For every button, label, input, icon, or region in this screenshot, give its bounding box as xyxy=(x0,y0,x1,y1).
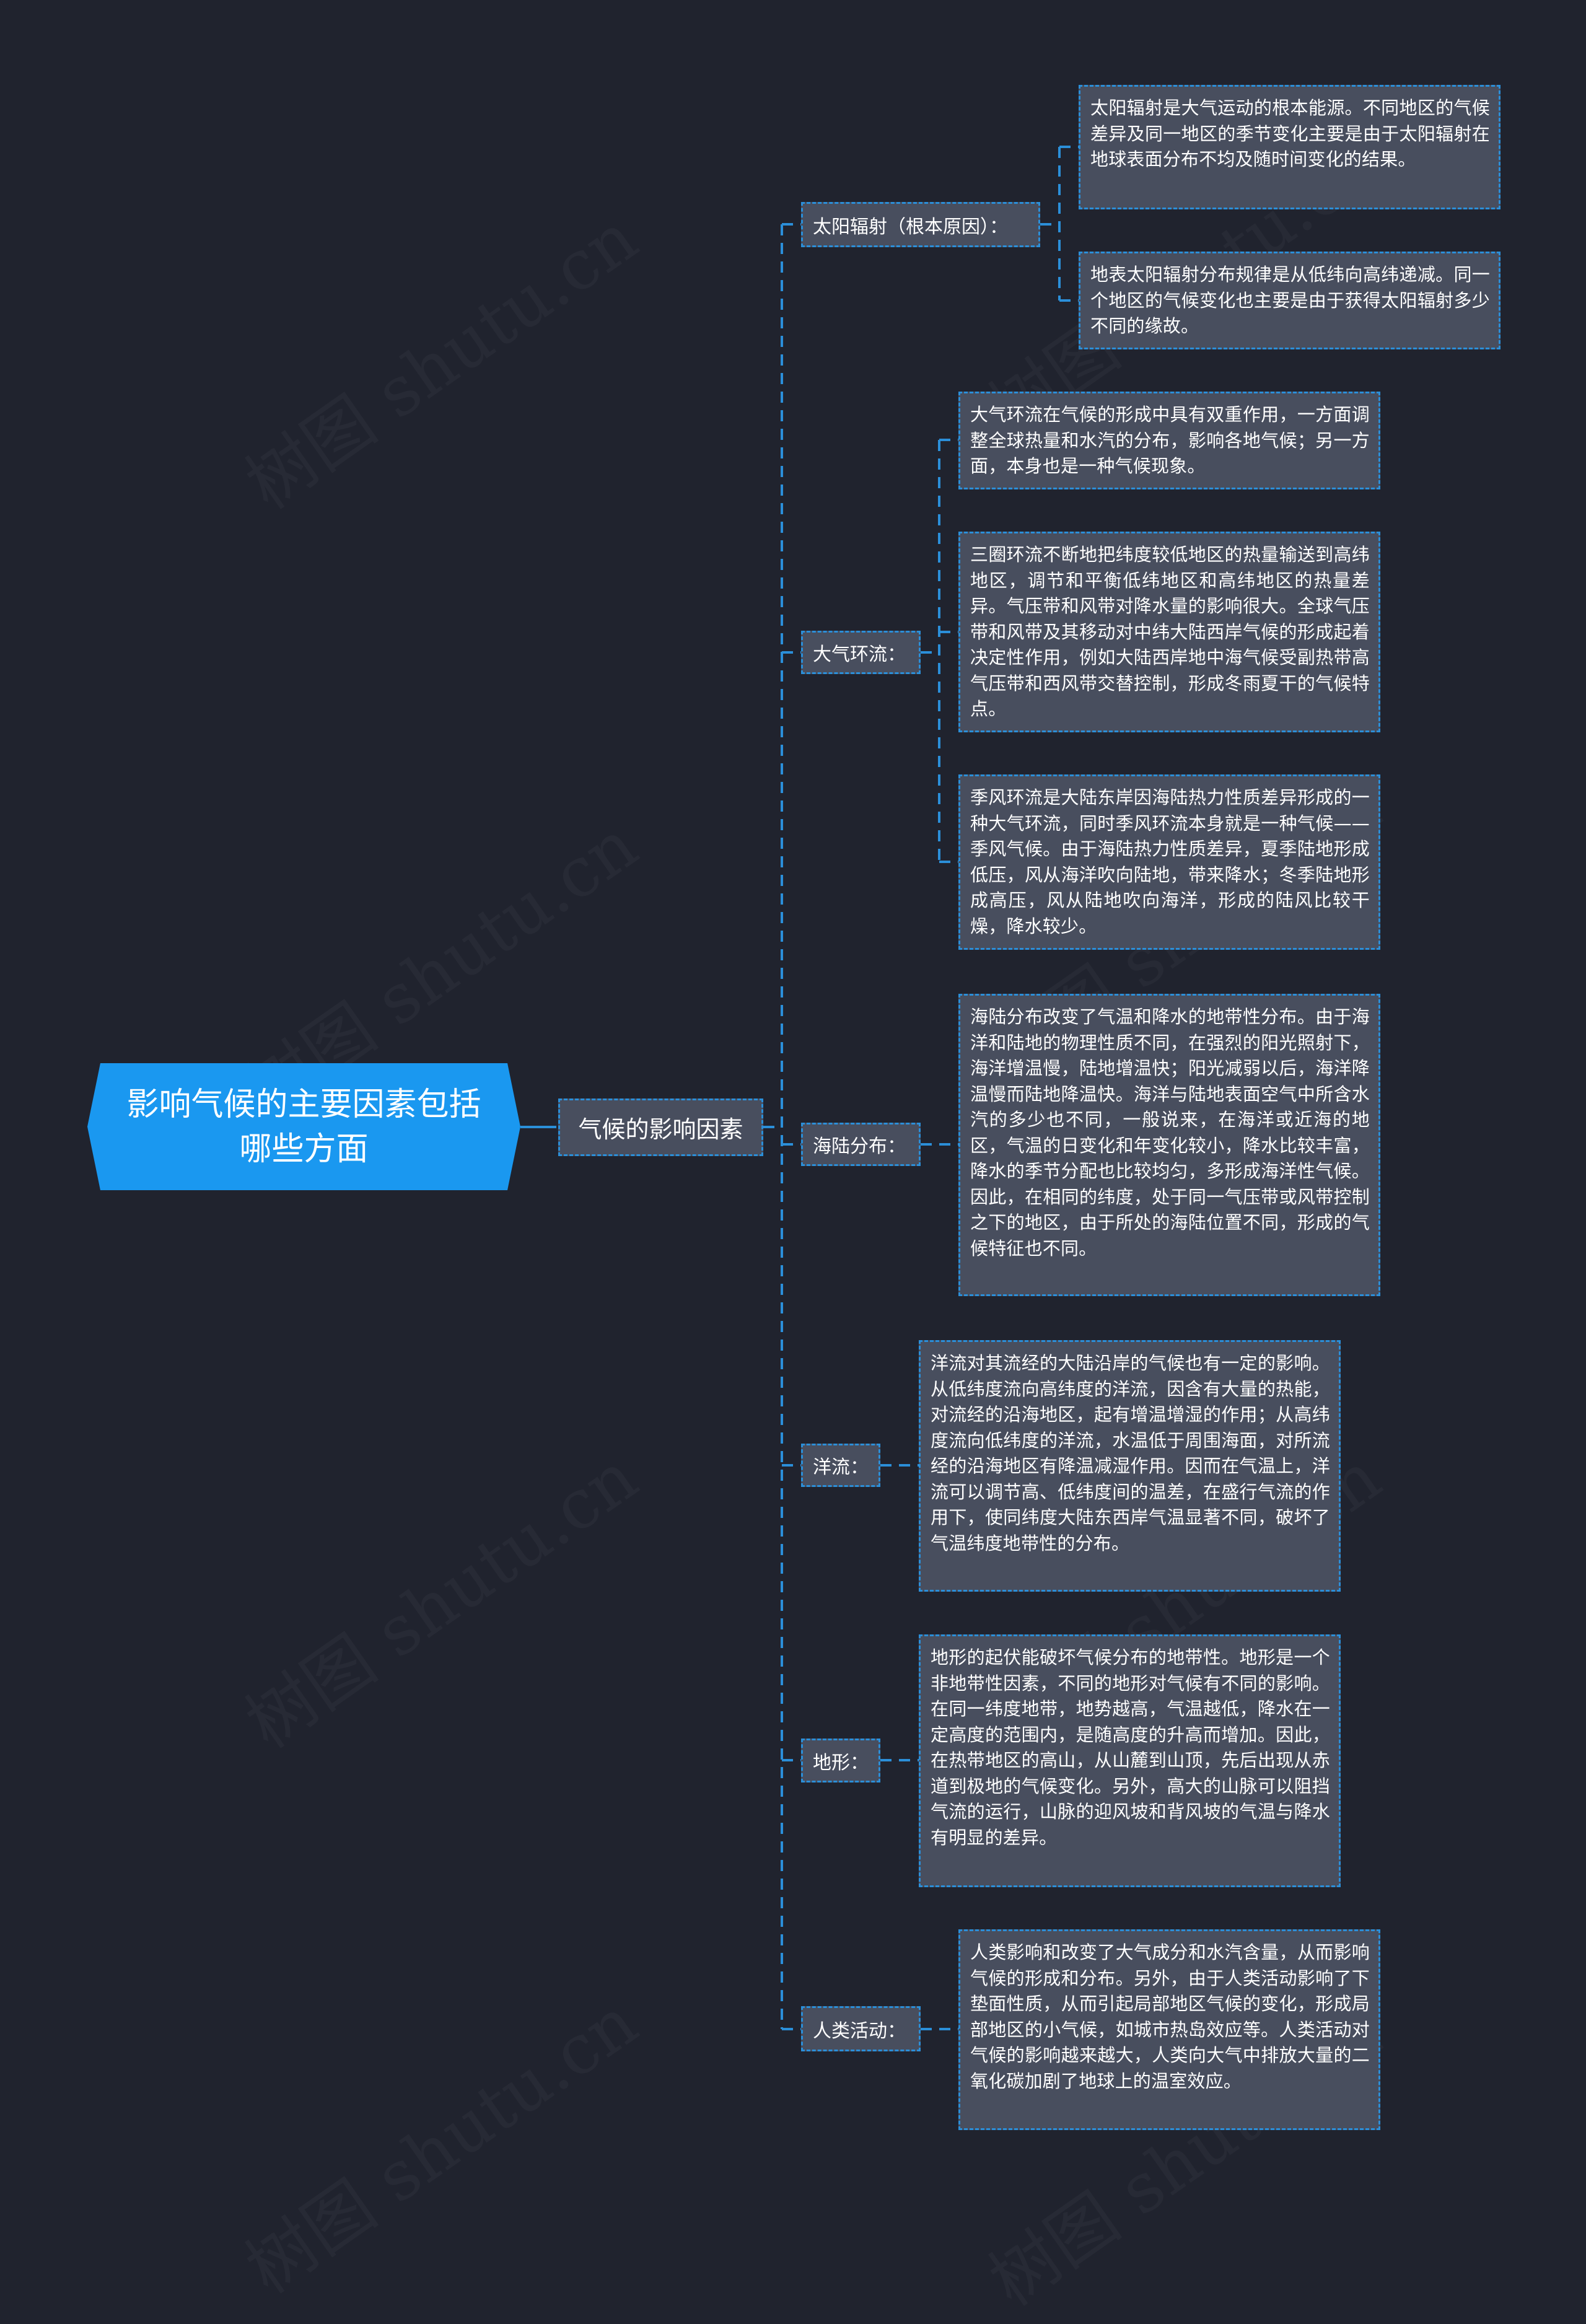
root-topic-node[interactable]: 影响气候的主要因素包括哪些方面 xyxy=(87,1063,520,1190)
subtopic-label: 洋流： xyxy=(813,1457,869,1478)
subtopic-label: 大气环流： xyxy=(813,644,906,665)
subtopic-atmospheric-circulation[interactable]: 大气环流： xyxy=(801,631,921,674)
topic-label: 气候的影响因素 xyxy=(578,1116,743,1143)
detail-land-sea-distribution[interactable]: 海陆分布改变了气温和降水的地带性分布。由于海洋和陆地的物理性质不同，在强烈的阳光… xyxy=(958,994,1380,1296)
subtopic-label: 海陆分布： xyxy=(813,1136,906,1157)
detail-text: 三圈环流不断地把纬度较低地区的热量输送到高纬地区，调节和平衡低纬地区和高纬地区的… xyxy=(970,544,1370,719)
subtopic-label: 太阳辐射（根本原因）： xyxy=(813,216,1008,238)
detail-text: 季风环流是大陆东岸因海陆热力性质差异形成的一种大气环流，同时季风环流本身就是一种… xyxy=(970,787,1370,937)
topic-climate-factors[interactable]: 气候的影响因素 xyxy=(558,1098,763,1156)
detail-text: 太阳辐射是大气运动的根本能源。不同地区的气候差异及同一地区的季节变化主要是由于太… xyxy=(1090,97,1490,170)
detail-human-activity[interactable]: 人类影响和改变了大气成分和水汽含量，从而影响气候的形成和分布。另外，由于人类活动… xyxy=(958,1929,1380,2130)
detail-terrain[interactable]: 地形的起伏能破坏气候分布的地带性。地形是一个非地带性因素，不同的地形对气候有不同… xyxy=(919,1634,1341,1887)
detail-atmospheric-circulation-3[interactable]: 季风环流是大陆东岸因海陆热力性质差异形成的一种大气环流，同时季风环流本身就是一种… xyxy=(958,774,1380,950)
connector-lines xyxy=(520,146,1079,2030)
detail-text: 人类影响和改变了大气成分和水汽含量，从而影响气候的形成和分布。另外，由于人类活动… xyxy=(970,1942,1370,2092)
subtopic-label: 地形： xyxy=(813,1752,869,1774)
root-topic-title: 影响气候的主要因素包括哪些方面 xyxy=(126,1085,481,1168)
subtopic-human-activity[interactable]: 人类活动： xyxy=(801,2006,921,2051)
subtopic-solar-radiation[interactable]: 太阳辐射（根本原因）： xyxy=(801,202,1040,247)
detail-atmospheric-circulation-2[interactable]: 三圈环流不断地把纬度较低地区的热量输送到高纬地区，调节和平衡低纬地区和高纬地区的… xyxy=(958,532,1380,732)
detail-solar-radiation-1[interactable]: 太阳辐射是大气运动的根本能源。不同地区的气候差异及同一地区的季节变化主要是由于太… xyxy=(1079,85,1501,209)
detail-text: 地表太阳辐射分布规律是从低纬向高纬递减。同一个地区的气候变化也主要是由于获得太阳… xyxy=(1090,264,1490,336)
subtopic-label: 人类活动： xyxy=(813,2020,906,2042)
detail-text: 海陆分布改变了气温和降水的地带性分布。由于海洋和陆地的物理性质不同，在强烈的阳光… xyxy=(970,1006,1370,1259)
detail-text: 洋流对其流经的大陆沿岸的气候也有一定的影响。从低纬度流向高纬度的洋流，因含有大量… xyxy=(931,1353,1330,1554)
subtopic-land-sea-distribution[interactable]: 海陆分布： xyxy=(801,1123,921,1166)
detail-ocean-currents[interactable]: 洋流对其流经的大陆沿岸的气候也有一定的影响。从低纬度流向高纬度的洋流，因含有大量… xyxy=(919,1340,1341,1592)
subtopic-ocean-currents[interactable]: 洋流： xyxy=(801,1444,880,1487)
detail-text: 地形的起伏能破坏气候分布的地带性。地形是一个非地带性因素，不同的地形对气候有不同… xyxy=(931,1647,1330,1848)
detail-text: 大气环流在气候的形成中具有双重作用，一方面调整全球热量和水汽的分布，影响各地气候… xyxy=(970,404,1370,476)
detail-atmospheric-circulation-1[interactable]: 大气环流在气候的形成中具有双重作用，一方面调整全球热量和水汽的分布，影响各地气候… xyxy=(958,392,1380,489)
subtopic-terrain[interactable]: 地形： xyxy=(801,1739,880,1782)
detail-solar-radiation-2[interactable]: 地表太阳辐射分布规律是从低纬向高纬递减。同一个地区的气候变化也主要是由于获得太阳… xyxy=(1079,252,1501,349)
